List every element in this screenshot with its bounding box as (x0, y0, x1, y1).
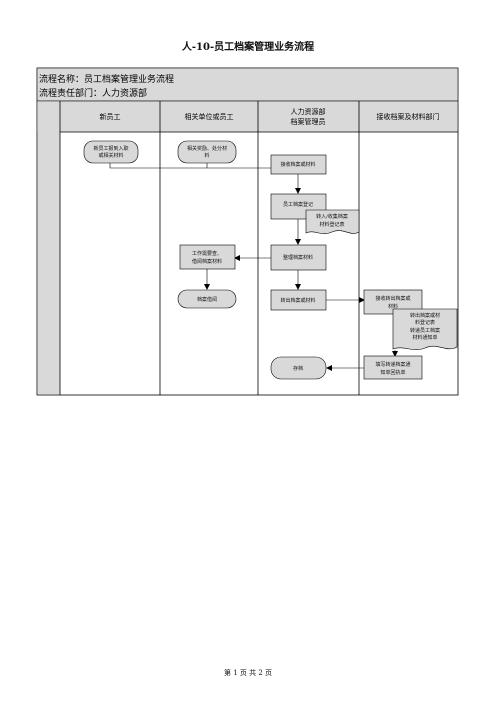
label-receive-transfer-l1: 接收转出档案或 (375, 295, 410, 302)
label-new-employee-l1: 新员工报到入职 (93, 145, 128, 152)
node-archive (270, 356, 327, 380)
left-gutter (37, 101, 60, 395)
label-borrow-files: 档案借阅 (197, 296, 217, 303)
label-work-review-l2: 借阅档案材料 (192, 258, 222, 265)
label-register-doc-l1: 转入/收集档案 (316, 213, 348, 220)
node-organize-files (270, 244, 327, 271)
label-register-doc-l2: 材料登记表 (319, 221, 344, 228)
label-transfer-doc-l2: 料登记表 (415, 319, 435, 326)
document-title: 人-10-员工档案管理业务流程 (181, 42, 315, 53)
arrow-newemp-to-receive (109, 163, 299, 171)
node-borrow-files (177, 289, 237, 309)
label-related-award-l2: 料 (204, 152, 209, 159)
connectors (109, 163, 398, 371)
label-related-award-l1: 相关奖励、处分材 (187, 145, 227, 152)
label-new-employee-l2: 或相关材料 (98, 152, 123, 159)
label-fill-receipt-l1: 填写转递档案通 (375, 361, 410, 368)
label-fill-receipt-l2: 知单回执单 (380, 369, 405, 376)
label-transfer-out: 转出档案或材料 (280, 297, 315, 304)
label-register-files: 员工档案登记 (283, 201, 313, 208)
label-archive: 存档 (293, 365, 303, 372)
label-transfer-doc-l1: 转出档案或材 (410, 312, 440, 319)
process-owner: 流程责任部门：人力资源部 (39, 87, 147, 99)
table-frame (36, 67, 459, 396)
page-footer: 第 1 页 共 2 页 (223, 669, 273, 677)
lane-header-receiving-dept: 接收档案及材料部门 (377, 112, 440, 121)
lane-header-related-units: 相关单位或员工 (185, 112, 234, 121)
node-transfer-doc (392, 308, 458, 351)
node-fill-receipt (363, 355, 423, 380)
node-transfer-out (270, 289, 327, 311)
lane-header-hr-line1: 人力资源部 (291, 107, 326, 116)
node-related-award (177, 140, 237, 164)
label-receive-transfer-l2: 材料 (388, 303, 398, 310)
lane-header-band (37, 101, 458, 132)
process-name: 流程名称：员工档案管理业务流程 (39, 73, 174, 85)
node-register-doc (305, 209, 360, 235)
lane-header-hr-line2: 档案管理员 (291, 117, 326, 126)
label-organize-files: 整理档案材料 (283, 254, 313, 261)
process-info-band (37, 68, 458, 102)
node-work-review (179, 244, 236, 270)
label-transfer-doc-l4: 材料通知单 (412, 334, 437, 341)
node-receive-files (270, 154, 327, 175)
node-new-employee-submit (83, 140, 139, 164)
label-transfer-doc-l3: 转递员工档案 (410, 327, 440, 334)
label-receive-files: 接收档案或材料 (280, 161, 315, 168)
lane-header-new-employee: 新员工 (100, 112, 121, 121)
label-work-review-l1: 工作需要查、 (192, 250, 222, 257)
